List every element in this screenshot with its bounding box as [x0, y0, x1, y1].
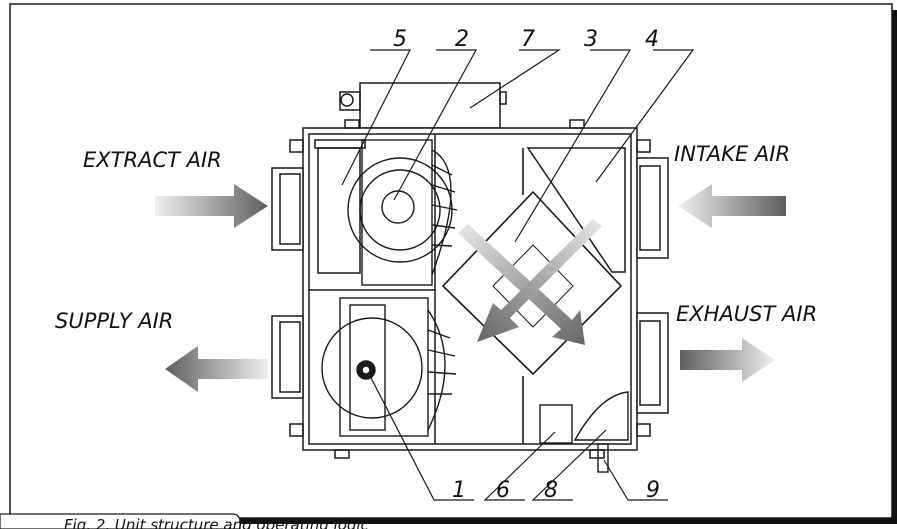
exchanger-flow-arrow-2 [477, 219, 602, 342]
callout-leaders [341, 49, 695, 501]
callout-7: 7 [521, 27, 535, 52]
callout-4: 4 [645, 27, 659, 52]
unit-housing [289, 119, 651, 459]
exhaust-air-label: EXHAUST AIR [676, 302, 817, 326]
caption-tab [0, 513, 241, 529]
callout-6: 6 [496, 478, 510, 503]
callout-3: 3 [584, 27, 598, 52]
callout-9: 9 [646, 478, 660, 503]
intake-air-arrow [678, 184, 786, 228]
supply-air-label: SUPPLY AIR [55, 309, 173, 333]
exchanger-flow-arrow-1 [458, 224, 585, 345]
callout-1: 1 [452, 478, 466, 503]
extract-air-label: EXTRACT AIR [83, 148, 222, 172]
exhaust-air-arrow [680, 338, 775, 382]
extract-air-arrow [155, 184, 268, 228]
drain-assembly [539, 391, 629, 473]
callout-8: 8 [544, 478, 558, 503]
callout-5: 5 [393, 27, 407, 52]
duct-spigots [271, 157, 669, 414]
figure-caption: Fig. 2. Unit structure and operating log… [64, 516, 370, 529]
supply-air-arrow [165, 346, 268, 392]
extract-fan [347, 139, 458, 286]
callout-2: 2 [455, 27, 469, 52]
airflow-arrows [155, 184, 786, 392]
supply-fan [321, 297, 457, 437]
intake-air-label: INTAKE AIR [674, 142, 790, 166]
